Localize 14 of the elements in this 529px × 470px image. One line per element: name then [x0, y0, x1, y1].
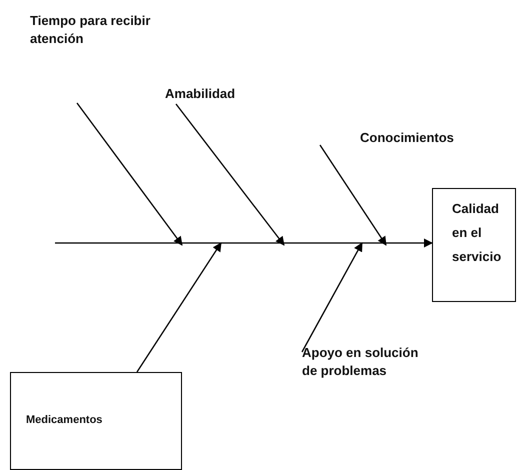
effect-box [432, 188, 516, 302]
cause-box [10, 372, 182, 470]
branch-arrow [136, 242, 222, 372]
spine-arrow [55, 238, 433, 248]
box-label: Calidad en el servicio [452, 200, 502, 266]
branch-label: Conocimientos [360, 129, 480, 147]
branch-label: Tiempo para recibir atención [30, 12, 180, 48]
box-label: Medicamentos [26, 413, 104, 428]
branch-arrow [76, 102, 183, 246]
branch-arrow [175, 104, 285, 246]
branch-label: Apoyo en solución de problemas [302, 344, 430, 380]
branch-arrow [301, 242, 363, 352]
branch-arrow [319, 144, 387, 246]
branch-label: Amabilidad [165, 85, 265, 103]
